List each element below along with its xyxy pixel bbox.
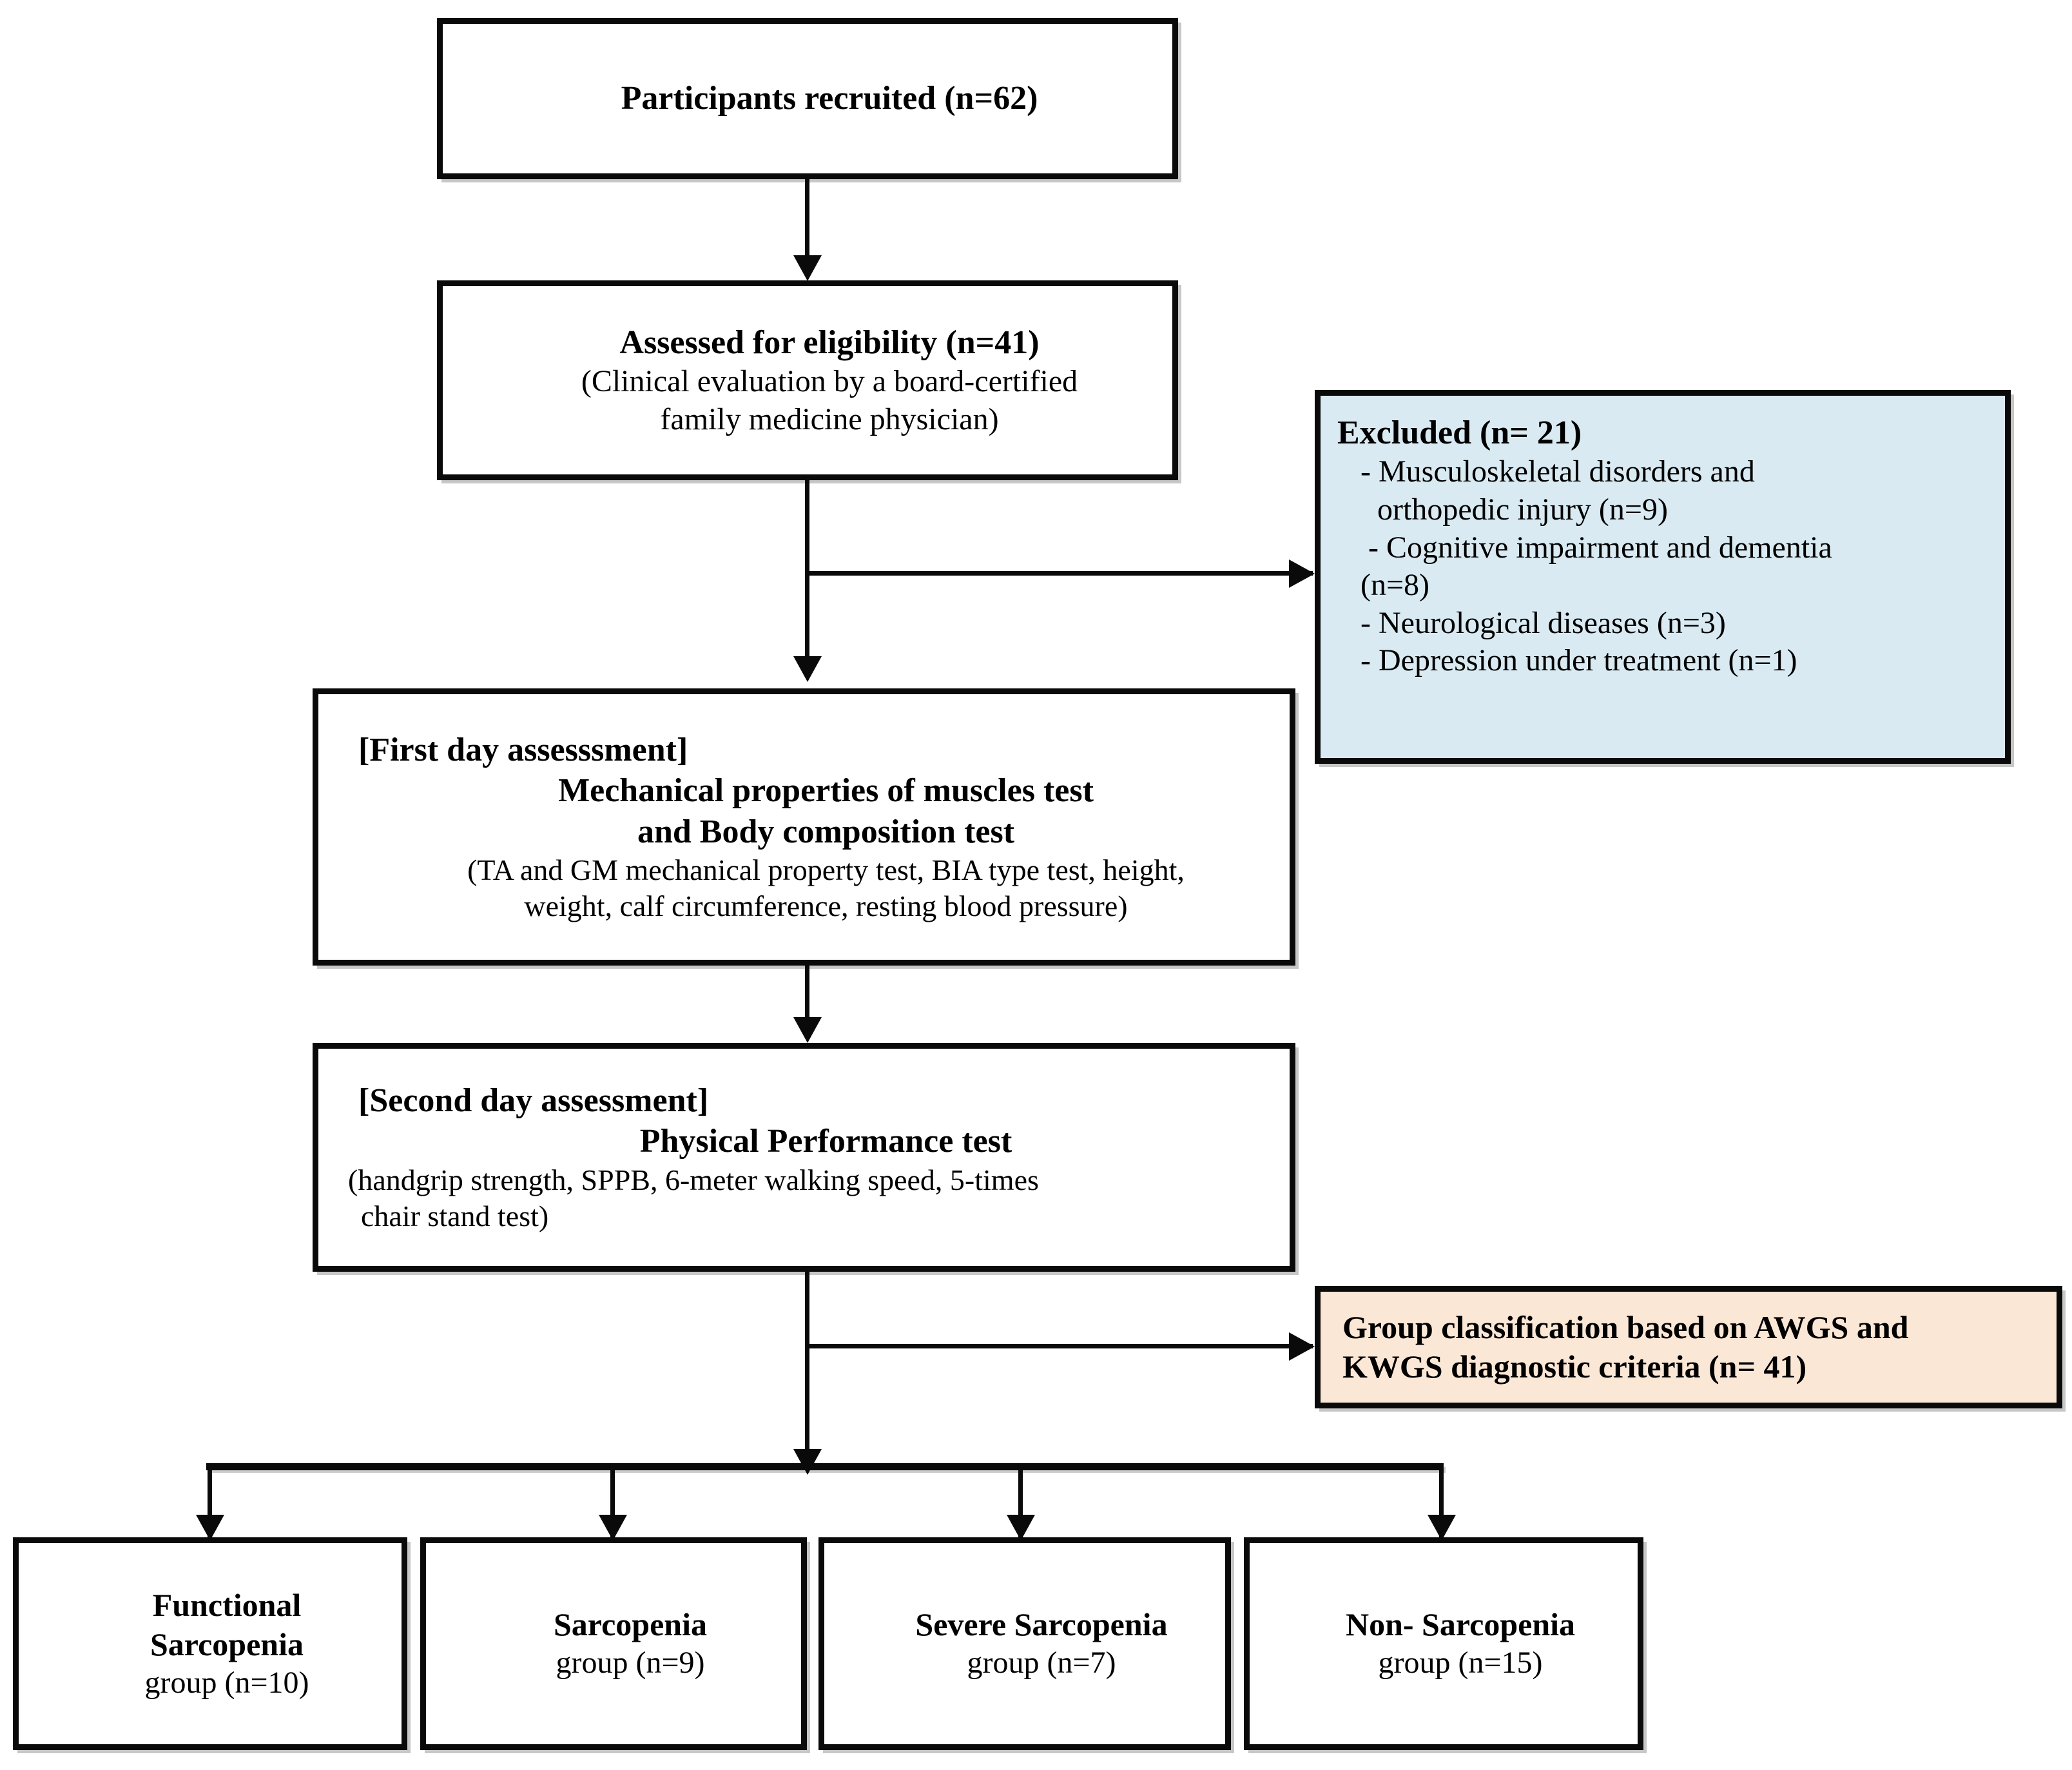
arrowhead-group-4 [1428, 1515, 1456, 1541]
group-4-name-line-1: Non- Sarcopenia [1345, 1606, 1576, 1643]
node-assessed-for-eligibility: Assessed for eligibility (n=41) (Clinica… [437, 280, 1178, 480]
eligibility-detail-line-2: family medicine physician) [660, 402, 999, 436]
arrowhead-to-excluded [1289, 559, 1315, 588]
node-group-functional-sarcopenia: Functional Sarcopenia group (n=10) [13, 1537, 407, 1750]
second-day-title-line-1: Physical Performance test [639, 1123, 1012, 1160]
first-day-detail-line-2: weight, calf circumference, resting bloo… [524, 890, 1128, 923]
first-day-title-line-1: Mechanical properties of muscles test [558, 772, 1094, 810]
excluded-item-1b: orthopedic injury (n=9) [1377, 492, 1668, 527]
group-distribution-bar [206, 1463, 1444, 1470]
excluded-item-2a: - Cognitive impairment and dementia [1368, 530, 1832, 565]
participants-recruited-heading: Participants recruited (n=62) [621, 80, 1038, 117]
group-3-name-line-1: Severe Sarcopenia [915, 1606, 1168, 1643]
connector-drop-group-2 [610, 1463, 615, 1544]
excluded-heading: Excluded (n= 21) [1337, 414, 1582, 451]
group-1-count: group (n=10) [144, 1665, 309, 1700]
classification-line-1: Group classification based on AWGS and [1342, 1309, 1909, 1345]
first-day-title-line-2: and Body composition test [637, 813, 1015, 850]
arrowhead-group-3 [1007, 1515, 1035, 1541]
second-day-label: [Second day assessment] [358, 1082, 709, 1119]
node-group-sarcopenia: Sarcopenia group (n=9) [420, 1537, 807, 1750]
node-participants-recruited: Participants recruited (n=62) [437, 18, 1178, 179]
node-group-classification: Group classification based on AWGS and K… [1315, 1286, 2062, 1408]
node-first-day-assessment: [First day assesssment] Mechanical prope… [313, 688, 1295, 966]
arrowhead-group-2 [599, 1515, 627, 1541]
arrowhead-second-day-to-groups [793, 1449, 822, 1475]
group-3-count: group (n=7) [967, 1646, 1116, 1680]
excluded-item-2b: (n=8) [1360, 568, 1430, 603]
group-1-name-line-2: Sarcopenia [150, 1626, 304, 1662]
node-excluded: Excluded (n= 21) - Musculoskeletal disor… [1315, 390, 2011, 764]
arrowhead-group-1 [196, 1515, 224, 1541]
excluded-item-1a: - Musculoskeletal disorders and [1360, 454, 1755, 489]
connector-second-day-to-groups [805, 1272, 809, 1465]
first-day-label: [First day assesssment] [358, 731, 688, 768]
connector-drop-group-1 [208, 1463, 212, 1544]
connector-eligibility-to-first-day [805, 480, 809, 661]
group-4-count: group (n=15) [1378, 1646, 1543, 1680]
group-1-name-line-1: Functional [152, 1586, 302, 1623]
excluded-item-4: - Depression under treatment (n=1) [1360, 643, 1797, 678]
group-2-name-line-1: Sarcopenia [554, 1606, 707, 1643]
excluded-item-3: - Neurological diseases (n=3) [1360, 605, 1726, 640]
connector-to-excluded [805, 571, 1313, 576]
node-group-non-sarcopenia: Non- Sarcopenia group (n=15) [1244, 1537, 1643, 1750]
group-2-count: group (n=9) [556, 1646, 705, 1680]
second-day-detail-line-2: chair stand test) [361, 1199, 549, 1232]
connector-drop-group-4 [1439, 1463, 1444, 1544]
eligibility-heading: Assessed for eligibility (n=41) [619, 324, 1040, 361]
connector-drop-group-3 [1018, 1463, 1023, 1544]
node-group-severe-sarcopenia: Severe Sarcopenia group (n=7) [818, 1537, 1231, 1750]
arrowhead-recruited-to-eligibility [793, 255, 822, 281]
node-second-day-assessment: [Second day assessment] Physical Perform… [313, 1043, 1295, 1272]
arrowhead-eligibility-to-first-day [793, 656, 822, 682]
connector-to-classification [805, 1344, 1313, 1348]
first-day-detail-line-1: (TA and GM mechanical property test, BIA… [467, 853, 1185, 887]
connector-recruited-to-eligibility [805, 179, 809, 260]
arrowhead-first-day-to-second-day [793, 1017, 822, 1043]
classification-line-2: KWGS diagnostic criteria (n= 41) [1342, 1348, 1807, 1385]
second-day-detail-line-1: (handgrip strength, SPPB, 6-meter walkin… [348, 1163, 1039, 1196]
connector-first-day-to-second-day [805, 966, 809, 1022]
arrowhead-to-classification [1289, 1332, 1315, 1361]
eligibility-detail-line-1: (Clinical evaluation by a board-certifie… [581, 364, 1078, 399]
